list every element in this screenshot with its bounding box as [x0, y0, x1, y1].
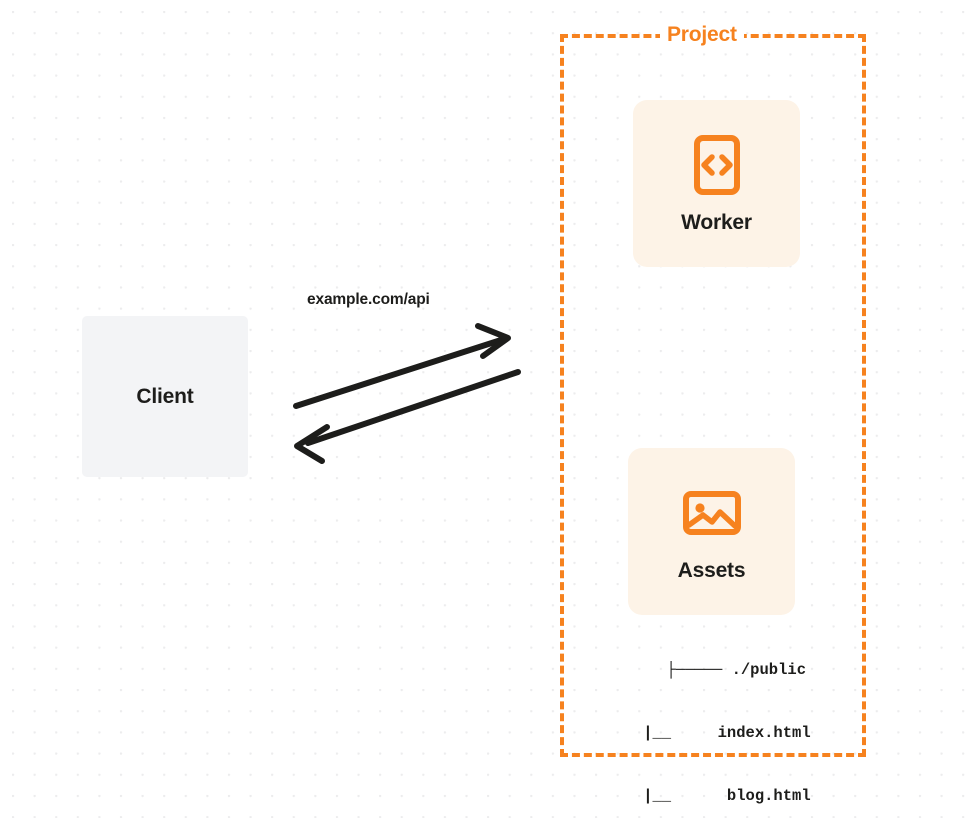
- tree-row: |__ blog.html: [606, 787, 811, 805]
- assets-card[interactable]: Assets: [628, 448, 795, 615]
- request-url-label: example.com/api: [307, 291, 430, 308]
- response-arrow: [294, 369, 521, 464]
- tree-row: ├───── ./public: [666, 661, 806, 679]
- assets-label: Assets: [677, 558, 746, 582]
- client-project-connector: [270, 320, 535, 465]
- client-node[interactable]: Client: [82, 316, 248, 477]
- tree-row: |__ index.html: [606, 724, 811, 742]
- project-title: Project: [660, 21, 744, 48]
- client-label: Client: [136, 384, 194, 408]
- request-arrow: [293, 323, 511, 409]
- asset-file-tree: ├───── ./public |__ index.html |__ blog.…: [606, 618, 811, 818]
- worker-label: Worker: [681, 210, 752, 234]
- worker-card[interactable]: Worker: [633, 100, 800, 267]
- code-icon: [685, 133, 749, 197]
- image-icon: [680, 481, 744, 545]
